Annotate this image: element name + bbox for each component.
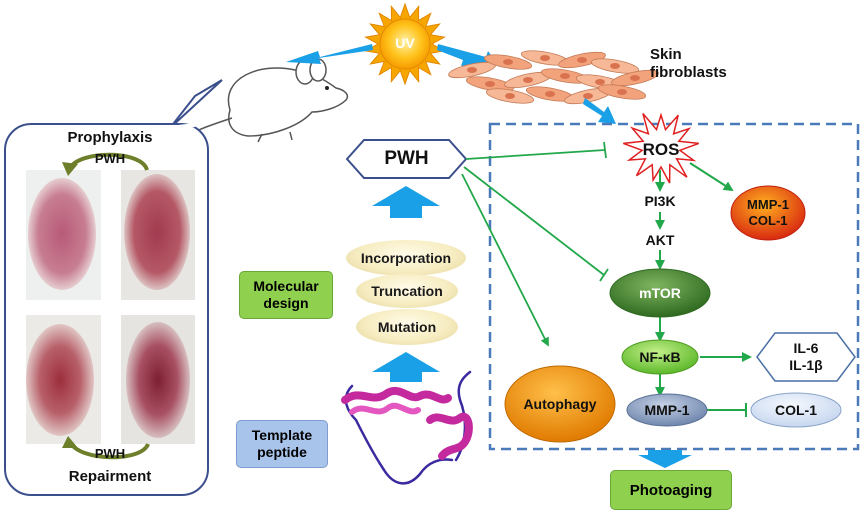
repairment-label: Repairment (68, 468, 152, 485)
design-step-truncation[interactable]: Truncation (356, 274, 458, 308)
molecular-design-box[interactable]: Molecular design (239, 271, 333, 319)
photoaging-box[interactable]: Photoaging (610, 470, 732, 510)
il-line2: IL-1β (789, 357, 823, 373)
pwh-label: PWH (384, 148, 429, 169)
curve-arrowhead-top (62, 162, 78, 176)
mmp-col-line2: COL-1 (748, 213, 788, 228)
fibroblast-nucleus (560, 73, 570, 79)
pi3k-label: PI3K (644, 193, 676, 209)
fibroblast-nucleus (610, 63, 620, 69)
mmp-col-line1: MMP-1 (747, 197, 789, 212)
fibroblast-nucleus (523, 77, 533, 83)
fibroblast-nucleus (577, 57, 587, 63)
fibroblast-nucleus (505, 93, 515, 99)
template-peptide-line2: peptide (257, 444, 307, 460)
uv-label: UV (395, 35, 415, 51)
skin-photo-1 (26, 170, 101, 300)
fibroblast-nucleus (467, 67, 477, 73)
design-up-arrow-top (372, 186, 440, 218)
fibroblast-nucleus (630, 75, 640, 81)
skin-photo-2 (121, 170, 195, 300)
fibroblast-nucleus (617, 89, 627, 95)
ros-label: ROS (642, 140, 680, 159)
skin-fibroblasts-label: Skin fibroblasts (650, 46, 740, 82)
fibroblast-nucleus (545, 91, 555, 97)
design-step-mutation[interactable]: Mutation (356, 309, 458, 345)
molecular-design-line1: Molecular (253, 278, 319, 294)
mouse-illustration (119, 58, 349, 143)
fibroblast-nucleus (595, 79, 605, 85)
il-label: IL-6 IL-1β (770, 340, 842, 374)
uv-sun (364, 2, 446, 86)
photoaging-arrow (638, 450, 692, 468)
mmp1-oval[interactable] (626, 393, 708, 427)
fibroblast-nucleus (540, 55, 550, 61)
prophylaxis-label: Prophylaxis (67, 129, 153, 146)
template-peptide-box[interactable]: Template peptide (236, 420, 328, 468)
col1-label: COL-1 (775, 402, 817, 418)
nfkb-label: NF-κB (639, 349, 681, 365)
molecular-design-line2: design (263, 295, 309, 311)
fibroblast-nucleus (485, 81, 495, 87)
skin-photo-3 (26, 315, 101, 444)
col1-oval[interactable] (750, 392, 842, 428)
il-line1: IL-6 (793, 340, 819, 356)
autophagy-oval[interactable] (504, 365, 616, 443)
skin-label-line1: Skin (650, 46, 682, 63)
pathway-arrows (655, 162, 752, 417)
akt-label: AKT (645, 232, 675, 248)
mtor-label: mTOR (639, 285, 681, 301)
uv-arrows (286, 44, 496, 66)
mmp1-col1-oval[interactable] (730, 185, 806, 241)
mmp-col-label: MMP-1 COL-1 (736, 197, 800, 229)
design-up-arrow-bottom (372, 352, 440, 382)
il-hexagon[interactable] (756, 332, 856, 382)
curve-arrowhead-bottom (62, 436, 78, 448)
skin-photo-4 (121, 315, 195, 444)
ros-burst[interactable] (623, 112, 699, 184)
fibroblast-cells (448, 50, 659, 105)
mtor-oval[interactable] (609, 268, 711, 318)
template-peptide-structure (341, 370, 473, 485)
skin-label-line2: fibroblasts (650, 64, 727, 81)
pwh-bottom-label: PWH (94, 446, 126, 461)
fibroblast-nucleus (583, 93, 593, 99)
template-peptide-line1: Template (251, 427, 313, 443)
autophagy-label: Autophagy (523, 396, 597, 412)
nfkb-oval[interactable] (621, 339, 699, 375)
fibroblast-to-ros-arrow (583, 98, 616, 124)
pwh-top-label: PWH (94, 151, 126, 166)
pwh-effect-lines (461, 141, 609, 347)
fibroblast-nucleus (503, 59, 513, 65)
design-step-incorporation[interactable]: Incorporation (346, 240, 466, 276)
mmp1-label: MMP-1 (644, 402, 690, 418)
